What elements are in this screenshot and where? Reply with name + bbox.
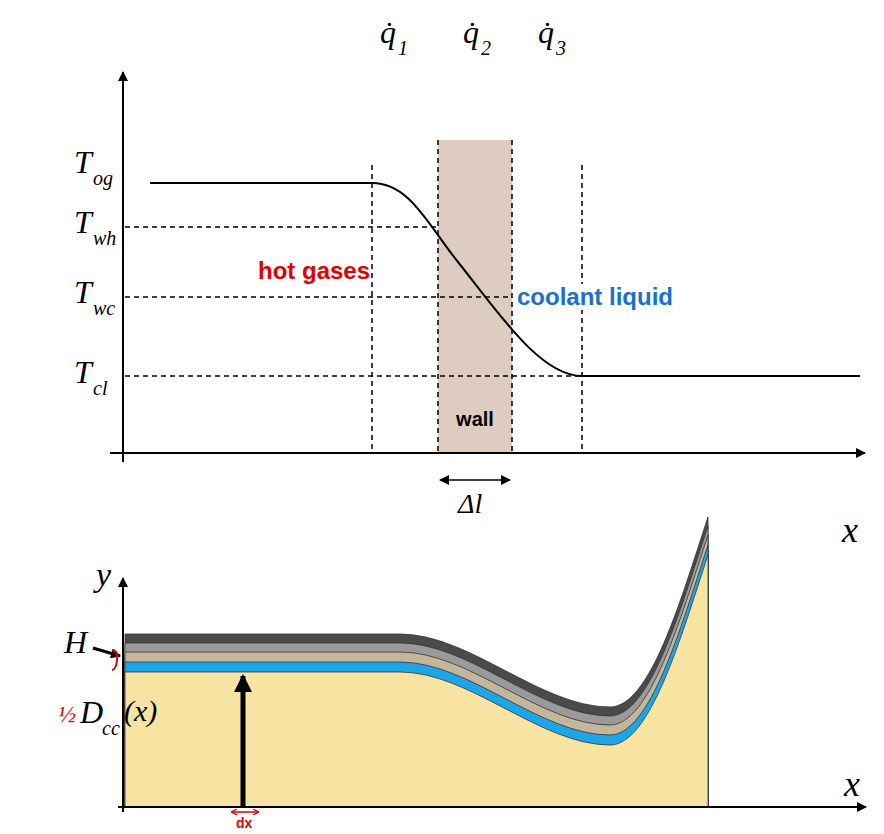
region-label: hot gases (258, 259, 370, 283)
temperature-symbol: T (74, 206, 92, 238)
wall-layer (125, 535, 708, 807)
temperature-symbol: T (74, 276, 92, 308)
temperature-symbol: T (74, 146, 92, 178)
outer-shell (125, 517, 708, 807)
diameter-argument: (x) (124, 696, 157, 726)
handwritten-note: dx (236, 816, 252, 830)
dx-arrow (232, 811, 258, 813)
subscript: wh (93, 228, 116, 248)
axis-label: x (844, 766, 860, 802)
subscript: og (93, 168, 113, 188)
subscript: cl (93, 378, 107, 398)
subscript: cc (102, 718, 120, 738)
level-lines (125, 140, 582, 453)
x-axis (118, 806, 866, 808)
y-axis (122, 578, 124, 812)
subscript: 2 (481, 38, 491, 58)
radius-arrow (241, 676, 246, 806)
coolant-channel (125, 545, 708, 807)
dimension-label: H (64, 626, 87, 658)
insulation-layer (125, 526, 708, 807)
region-label: coolant liquid (515, 284, 675, 310)
subscript: 3 (556, 38, 566, 58)
heat-flux-symbol: q̇ (538, 16, 554, 48)
y-axis (122, 72, 124, 462)
subscript: wc (93, 298, 115, 318)
thickness-arrow (440, 479, 510, 481)
subscript: 1 (398, 38, 408, 58)
thickness-label: Δl (458, 490, 482, 518)
region-label: wall (438, 408, 512, 431)
temperature-curve (150, 183, 860, 376)
thickness-bracket (112, 650, 117, 670)
heat-flux-symbol: q̇ (463, 16, 479, 48)
gas-core (125, 555, 708, 807)
axis-label: y (96, 558, 111, 592)
wall-band: wall (438, 140, 512, 453)
axis-label: x (842, 512, 858, 548)
x-axis (110, 452, 865, 454)
heat-flux-symbol: q̇ (380, 16, 396, 48)
temperature-symbol: T (74, 356, 92, 388)
diameter-symbol: D (80, 696, 103, 728)
nozzle-layers (125, 517, 708, 807)
handwritten-note: ½ (58, 702, 76, 726)
